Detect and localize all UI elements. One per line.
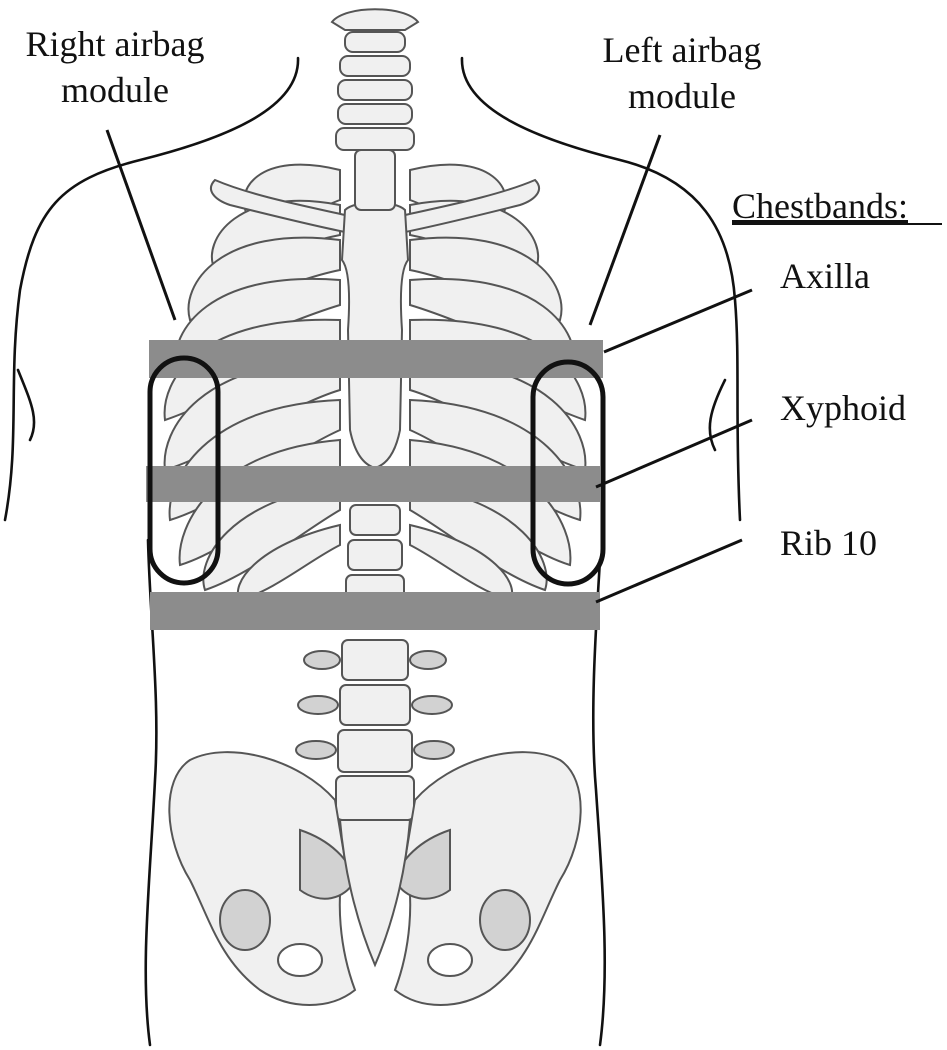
left-airbag-module [530, 359, 606, 587]
ribs-right [163, 163, 341, 602]
leader-rib10 [595, 538, 743, 604]
chestband-axilla [149, 340, 603, 378]
label-right-airbag-line1: Right airbag [26, 24, 205, 64]
label-chestbands-heading: Chestbands: [732, 186, 908, 226]
clavicle-left [404, 178, 540, 234]
skeleton [163, 8, 587, 1006]
chestband-rib10 [150, 592, 600, 630]
clavicle-right [210, 178, 346, 234]
label-band-xyphoid: Xyphoid [780, 388, 906, 428]
label-left-airbag-line1: Left airbag [603, 30, 762, 70]
ribs-left [409, 163, 587, 602]
chestband-xyphoid [146, 466, 600, 502]
sternum [340, 201, 410, 470]
label-band-rib10: Rib 10 [780, 523, 877, 563]
right-airbag-module [147, 355, 221, 586]
chestbands [146, 340, 603, 630]
label-band-axilla: Axilla [780, 256, 870, 296]
label-left-airbag-line2: module [628, 76, 736, 116]
leader-xyphoid [595, 418, 753, 489]
pelvis [168, 751, 582, 1006]
leader-right-airbag [105, 129, 177, 321]
label-right-airbag-line2: module [61, 70, 169, 110]
cervical-spine [330, 8, 420, 151]
leader-axilla [603, 288, 753, 354]
leader-left-airbag [588, 134, 662, 326]
